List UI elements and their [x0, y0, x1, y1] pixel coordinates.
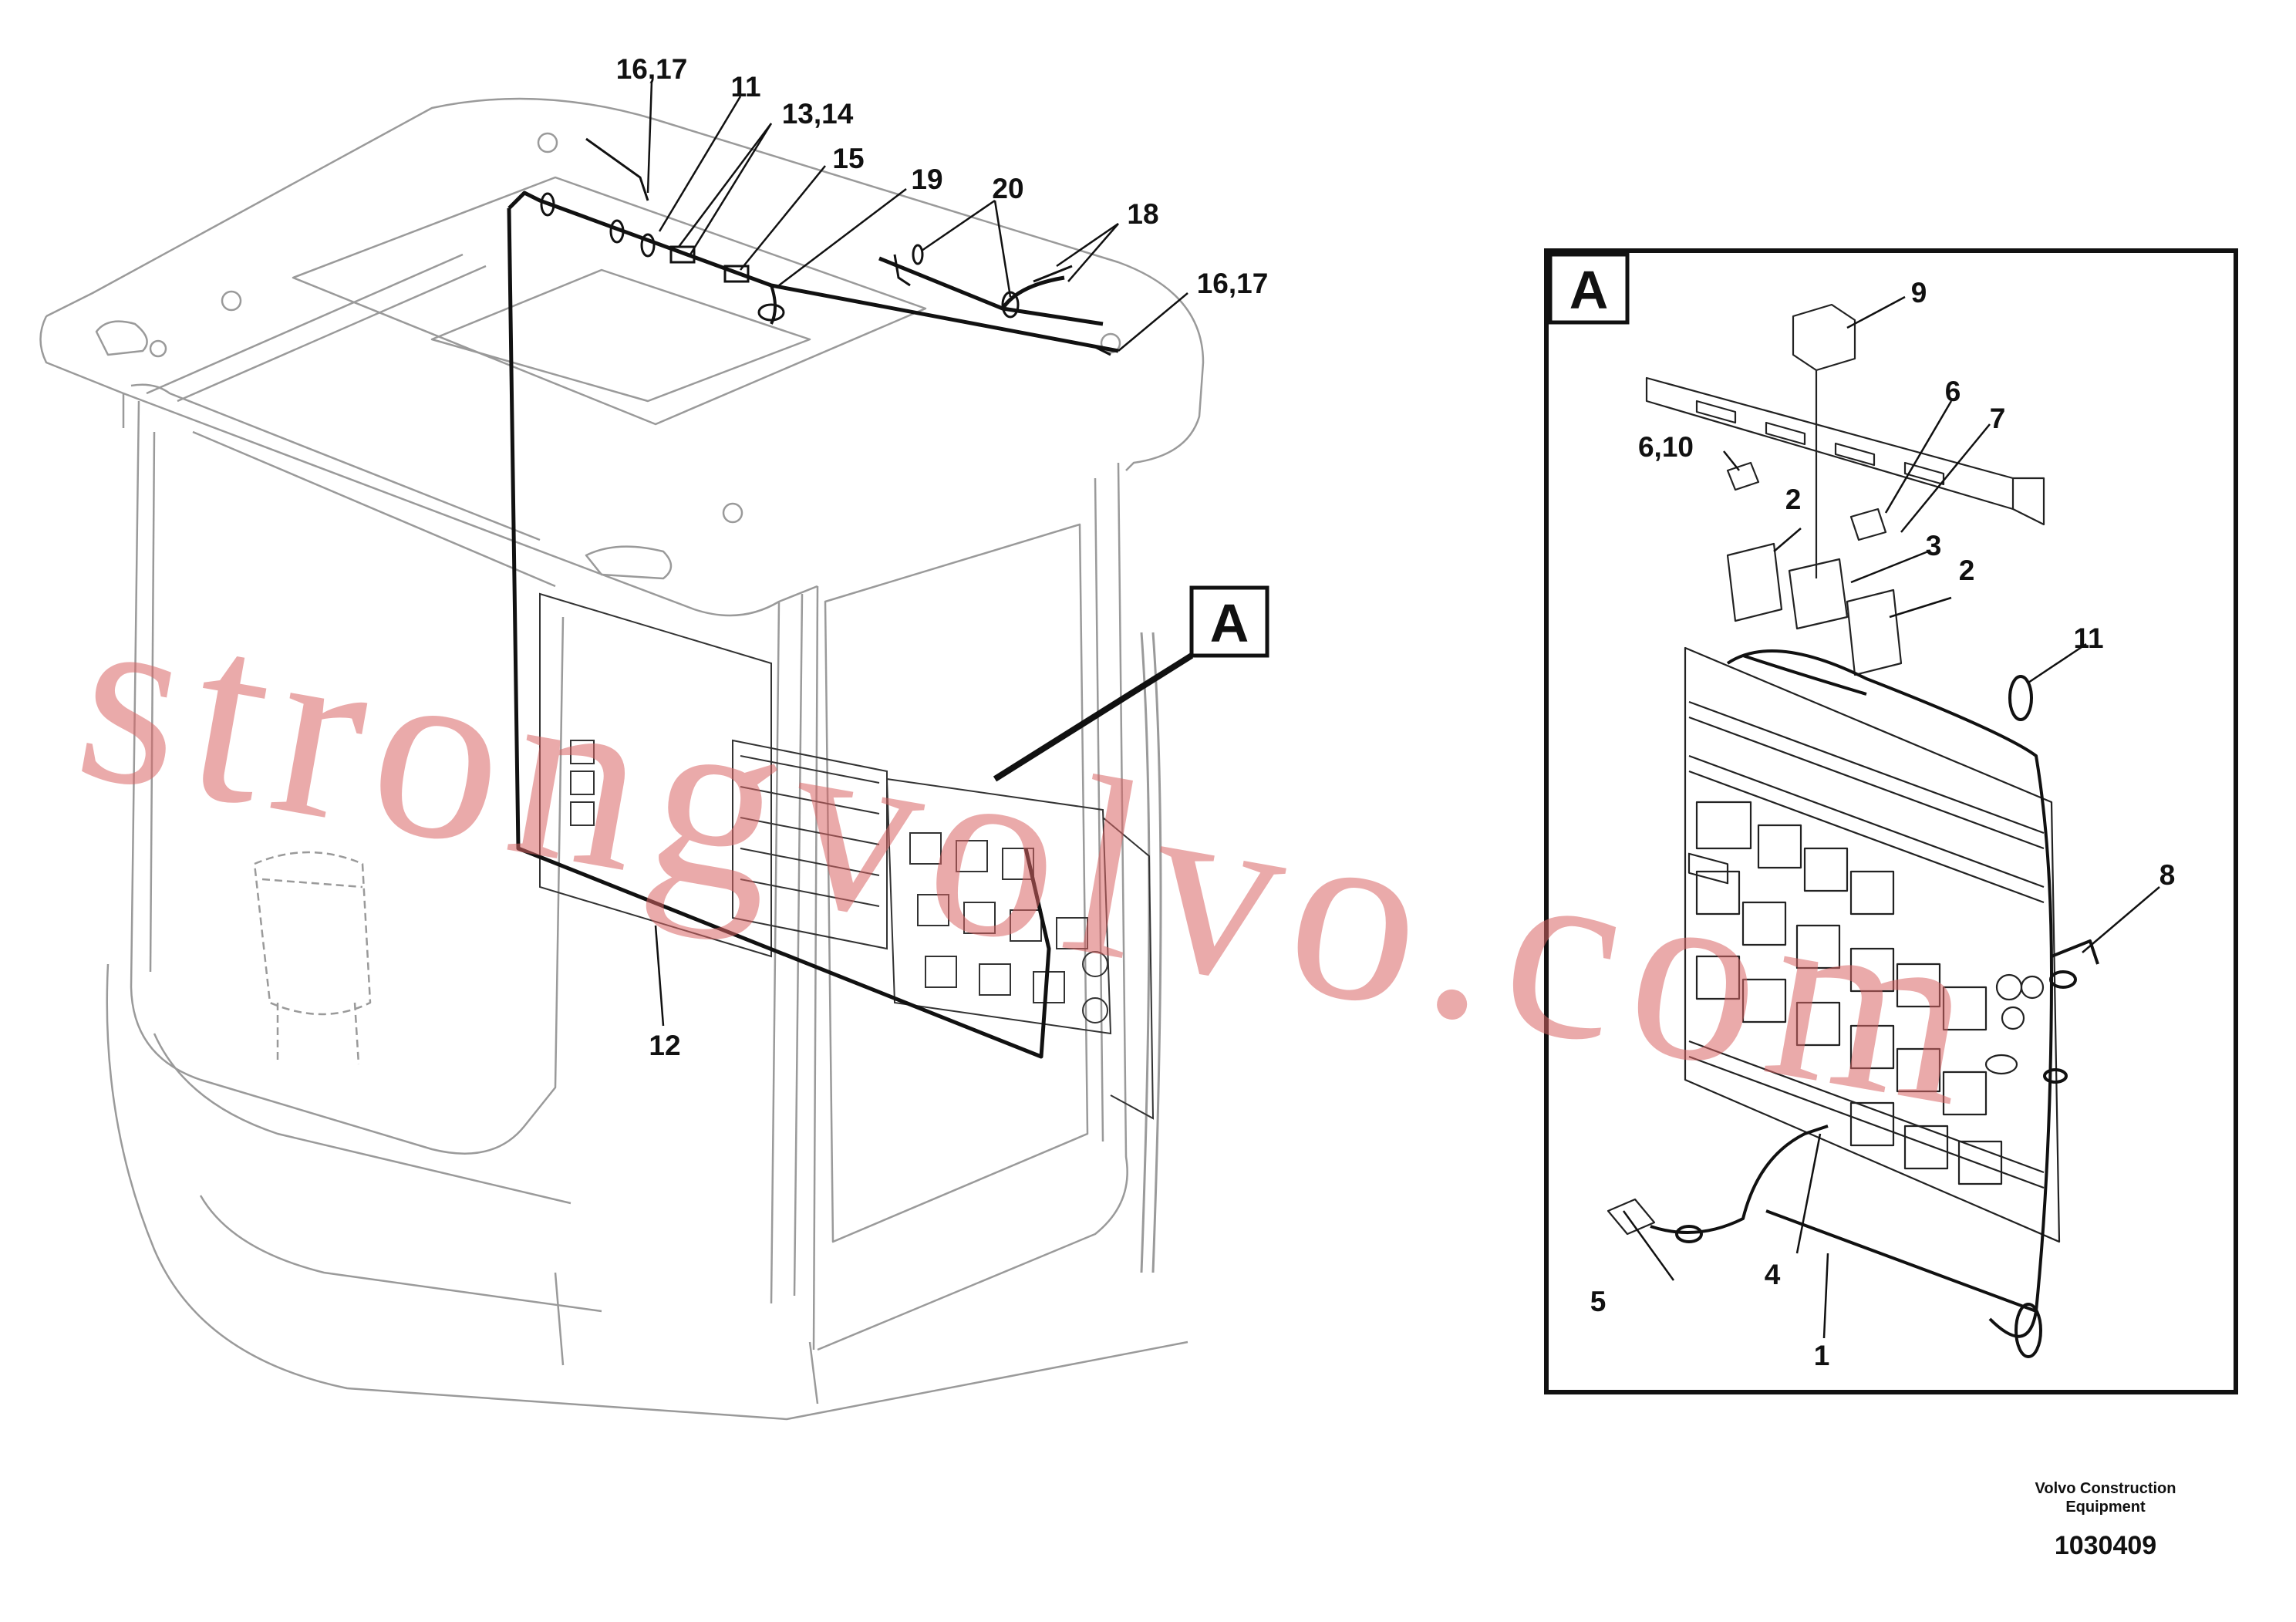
callout-19: 19 — [911, 164, 942, 195]
callouts-main: 16,17 11 13,14 15 19 20 18 16,17 12 — [616, 53, 1269, 1061]
callout-7: 7 — [1990, 403, 2006, 434]
callout-11: 11 — [730, 71, 760, 103]
company-line-1: Volvo Construction — [2035, 1480, 2176, 1497]
drawing-number: 1030409 — [2054, 1531, 2157, 1560]
cab-outline — [39, 97, 1205, 1421]
callout-6: 6 — [1945, 376, 1961, 407]
callout-2-left: 2 — [1785, 484, 1802, 515]
callout-18: 18 — [1127, 198, 1158, 230]
detail-marker-A: A — [993, 585, 1269, 782]
detail-box: A — [1544, 248, 2238, 1394]
callout-3: 3 — [1926, 530, 1942, 561]
callout-13-14: 13,14 — [782, 98, 854, 130]
callout-16-17-right: 16,17 — [1197, 268, 1269, 299]
leader-lines-detail — [1622, 295, 2160, 1339]
electrical-panel — [539, 592, 1155, 1120]
callout-6-10: 6,10 — [1638, 431, 1694, 463]
callout-20: 20 — [992, 173, 1023, 204]
callout-12: 12 — [649, 1030, 680, 1061]
detail-marker-letter: A — [1210, 593, 1249, 653]
callout-2-right: 2 — [1959, 555, 1975, 586]
detail-drawing — [1607, 303, 2061, 1243]
harness-roof-details — [540, 137, 1111, 356]
detail-harness — [1650, 649, 2099, 1358]
callout-5: 5 — [1590, 1286, 1607, 1317]
company-line-2: Equipment — [2065, 1499, 2146, 1516]
callout-8: 8 — [2159, 859, 2176, 891]
callout-4: 4 — [1765, 1259, 1781, 1290]
company-name: Volvo Construction Equipment — [1990, 1479, 2221, 1516]
detail-box-letter: A — [1569, 260, 1609, 320]
callout-16-17-top: 16,17 — [616, 53, 688, 85]
callout-9: 9 — [1911, 277, 1927, 309]
leader-lines-main — [646, 80, 1188, 1027]
callout-1: 1 — [1814, 1340, 1830, 1371]
callouts-detail: 9 6 7 6,10 2 3 2 11 8 4 5 1 — [1590, 277, 2176, 1371]
callout-15: 15 — [832, 143, 864, 174]
callout-11-detail: 11 — [2073, 622, 2103, 654]
